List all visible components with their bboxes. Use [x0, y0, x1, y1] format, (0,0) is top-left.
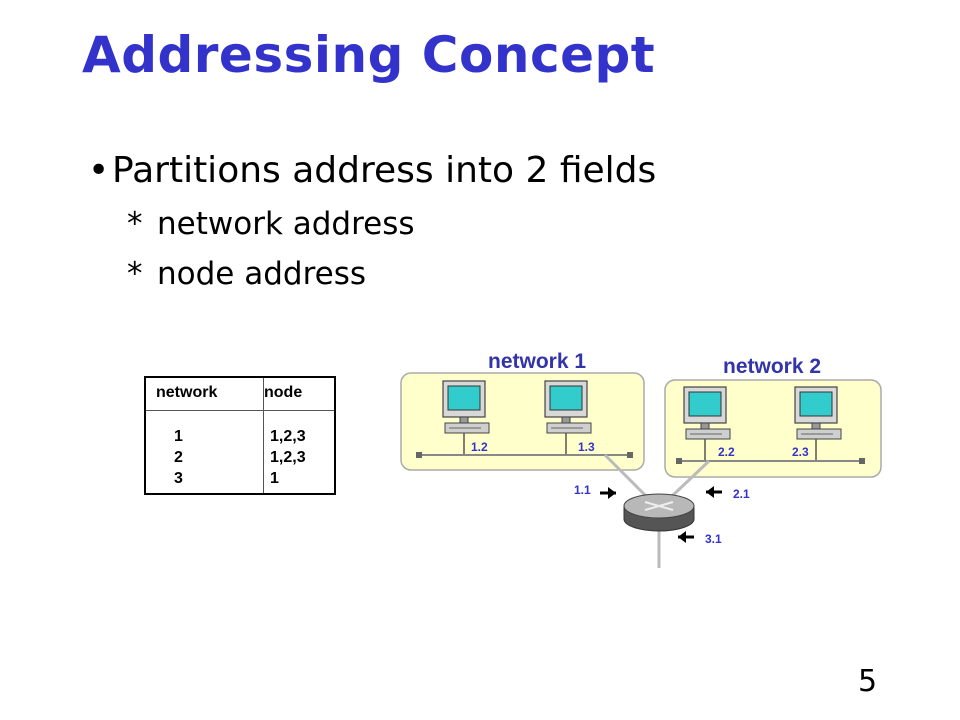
page-number: 5	[858, 664, 878, 699]
host-address-label: 2.3	[792, 445, 809, 459]
sub-marker: *	[127, 206, 143, 242]
table-cell-node: 1	[270, 470, 279, 487]
host-address-label: 1.3	[578, 440, 595, 454]
port-arrow-icon	[676, 529, 696, 545]
network1-label: network 1	[488, 350, 586, 373]
network2-label: network 2	[723, 355, 821, 378]
table-column-divider	[263, 378, 264, 493]
port-arrow-icon	[598, 485, 618, 501]
router-link-network1	[603, 453, 650, 500]
table-divider	[146, 410, 334, 411]
bus-terminator	[859, 458, 865, 464]
host-address-label: 2.2	[718, 445, 735, 459]
bus-terminator	[627, 452, 633, 458]
router-link-network2	[668, 459, 711, 500]
slide-title: Addressing Concept	[82, 26, 656, 84]
table-cell-network: 1	[174, 428, 183, 445]
table-cell-node: 1,2,3	[270, 428, 306, 445]
router-icon	[623, 493, 695, 532]
table-cell-network: 2	[174, 449, 183, 466]
sub-item-text: node address	[157, 256, 367, 292]
sub-item-network-address: * network address	[127, 206, 415, 242]
bullet-dot-icon: •	[88, 150, 110, 191]
table-cell-node: 1,2,3	[270, 449, 306, 466]
table-cell-network: 3	[174, 470, 183, 487]
router-port-label: 1.1	[574, 483, 591, 497]
bus-terminator	[676, 458, 682, 464]
address-table: network node 1 1,2,3 2 1,2,3 3 1	[144, 376, 336, 495]
sub-item-text: network address	[157, 206, 415, 242]
table-header-network: network	[156, 384, 218, 401]
sub-marker: *	[127, 256, 143, 292]
router-port-label: 3.1	[705, 532, 722, 546]
table-header-node: node	[264, 384, 303, 401]
sub-item-node-address: * node address	[127, 256, 366, 292]
bus-terminator	[416, 452, 422, 458]
port-arrow-icon	[704, 484, 724, 500]
bullet-text: Partitions address into 2 fields	[112, 150, 657, 191]
bullet-item: •Partitions address into 2 fields	[88, 150, 656, 191]
router-port-label: 2.1	[733, 487, 750, 501]
host-address-label: 1.2	[471, 440, 488, 454]
